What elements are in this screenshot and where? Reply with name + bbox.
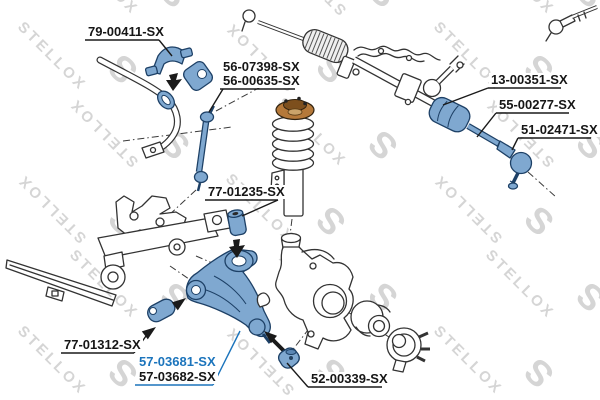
stabilizer-link-drawing	[193, 105, 215, 192]
tie-rod-end-drawing	[496, 140, 533, 190]
strut-top-mount	[275, 96, 315, 121]
steering-rack-drawing	[241, 9, 465, 114]
part-label-52-00339[interactable]: 52-00339-SX	[309, 371, 390, 386]
subframe-drawing	[5, 195, 231, 307]
hose-clip	[256, 292, 271, 308]
label-underlines-and-leaders	[61, 39, 591, 388]
part-label-13-00351[interactable]: 13-00351-SX	[489, 72, 570, 87]
part-label-57-03681-highlighted[interactable]: 57-03681-SX	[137, 354, 218, 369]
part-label-55-00277[interactable]: 55-00277-SX	[497, 97, 578, 112]
part-label-56-07398[interactable]: 56-07398-SX	[221, 59, 302, 74]
bushing-77-01235-drawing	[227, 209, 247, 258]
ball-joint-part-52-00339	[264, 331, 300, 369]
part-label-77-01235[interactable]: 77-01235-SX	[206, 184, 287, 199]
sway-bar-drawing	[96, 56, 181, 159]
part-label-51-02471[interactable]: 51-02471-SX	[519, 122, 600, 137]
stabilizer-bushing-bracket-drawing	[144, 46, 214, 92]
bushing-77-01312-drawing	[141, 298, 186, 340]
steering-rack-boot-blue	[428, 96, 471, 133]
wheel-bearing-drawing	[350, 300, 391, 338]
knuckle-drawing	[275, 232, 354, 350]
stabilizer-bar-bushing-ring	[156, 90, 176, 110]
install-arrow-bracket	[166, 73, 182, 91]
part-label-57-03682[interactable]: 57-03682-SX	[137, 369, 218, 384]
part-label-77-01312[interactable]: 77-01312-SX	[62, 337, 143, 352]
part-label-79-00411[interactable]: 79-00411-SX	[86, 24, 166, 39]
control-arm-drawing	[185, 248, 272, 344]
part-label-56-00635[interactable]: 56-00635-SX	[221, 73, 302, 88]
hub-drawing	[386, 327, 430, 373]
opposite-tie-rod-end-drawing	[545, 5, 598, 42]
